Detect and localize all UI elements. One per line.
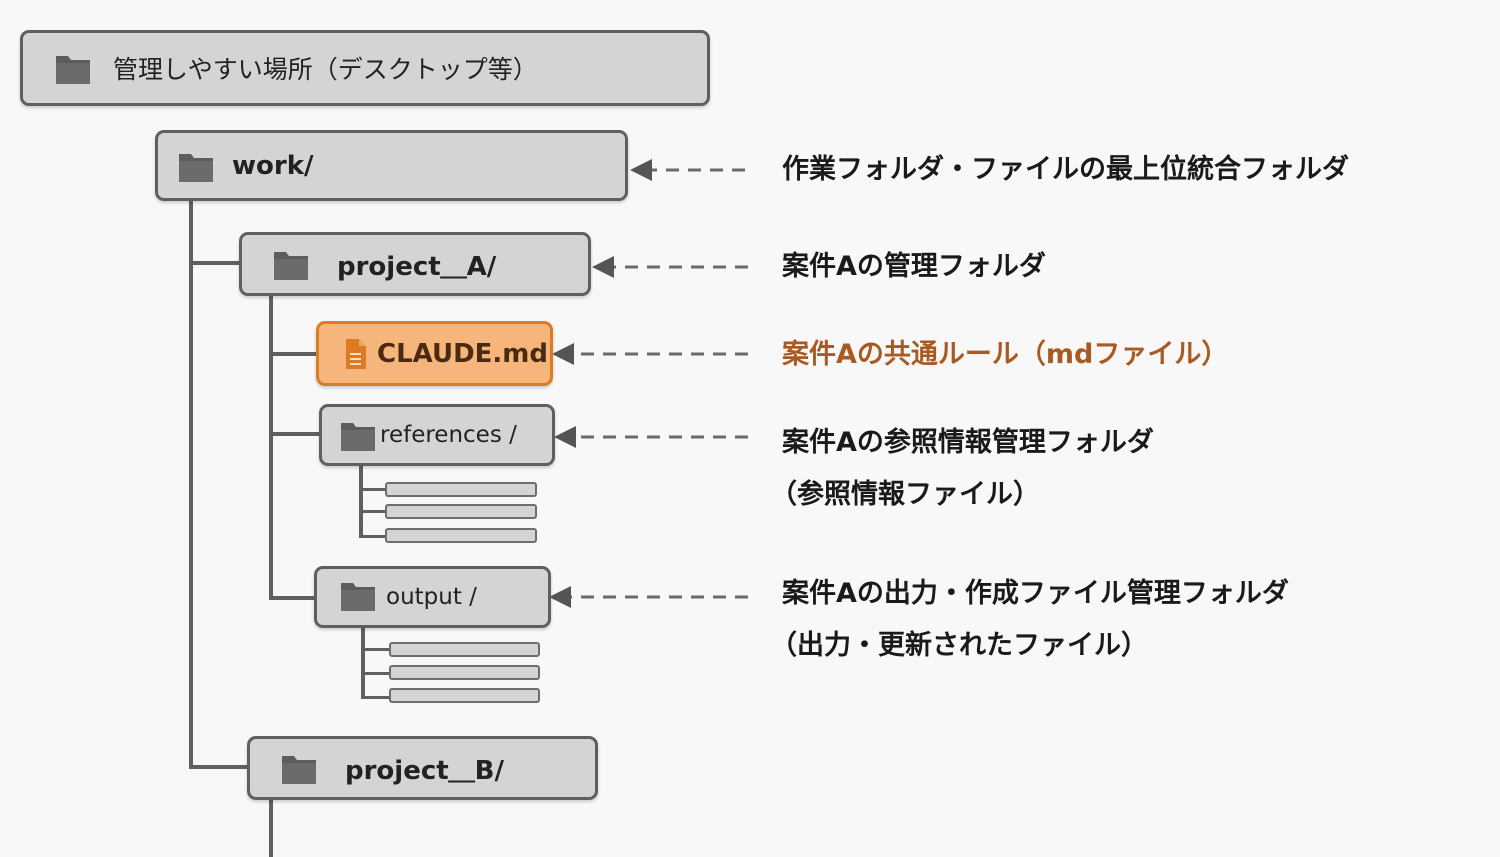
arrow-head-claude xyxy=(552,343,574,365)
folder-icon xyxy=(56,56,90,84)
arrow-head-output xyxy=(549,586,571,608)
output-file-item xyxy=(389,642,540,657)
folder-icon xyxy=(274,252,308,280)
tree-line-out-file-2 xyxy=(361,672,390,675)
folder-icon xyxy=(341,423,375,451)
tree-line-project-a-branch xyxy=(189,261,241,265)
reference-file-item xyxy=(385,482,537,497)
references-description: 案件Aの参照情報管理フォルダ （参照情報ファイル） xyxy=(770,425,1154,513)
work-description: 作業フォルダ・ファイルの最上位統合フォルダ xyxy=(782,154,1349,185)
project-a-folder-label: project＿A/ xyxy=(337,251,497,282)
output-description-sub: （出力・更新されたファイル） xyxy=(770,630,1148,661)
tree-line-out-file-1 xyxy=(361,648,390,651)
root-folder-label: 管理しやすい場所（デスクトップ等） xyxy=(113,55,538,84)
references-description-sub: （参照情報ファイル） xyxy=(770,479,1040,510)
arrow-head-references xyxy=(554,426,576,448)
folder-icon xyxy=(341,583,375,611)
tree-line-output-branch xyxy=(269,596,316,600)
output-folder-label: output / xyxy=(386,584,477,610)
tree-line-out-file-3 xyxy=(361,696,390,699)
arrow-head-project-a xyxy=(592,256,614,278)
work-folder[interactable]: work/ xyxy=(155,130,628,201)
tree-line-project-b-branch xyxy=(189,765,249,769)
tree-line-ref-file-2 xyxy=(359,510,386,513)
document-icon xyxy=(346,339,366,369)
reference-file-item xyxy=(385,528,537,543)
tree-line-output-files xyxy=(361,627,365,699)
output-description: 案件Aの出力・作成ファイル管理フォルダ （出力・更新されたファイル） xyxy=(770,576,1289,664)
output-file-item xyxy=(389,665,540,680)
reference-file-item xyxy=(385,504,537,519)
tree-line-ref-file-1 xyxy=(359,488,386,491)
tree-line-project-a-trunk xyxy=(269,293,273,600)
claude-md-file-label: CLAUDE.md xyxy=(377,338,549,369)
claude-md-file[interactable]: CLAUDE.md xyxy=(316,321,553,386)
output-description-main: 案件Aの出力・作成ファイル管理フォルダ xyxy=(782,578,1289,609)
references-folder[interactable]: references / xyxy=(319,404,555,466)
folder-icon xyxy=(179,154,213,182)
claude-md-description: 案件Aの共通ルール（mdファイル） xyxy=(782,339,1229,370)
root-folder[interactable]: 管理しやすい場所（デスクトップ等） xyxy=(20,30,710,106)
project-b-folder[interactable]: project＿B/ xyxy=(247,736,598,800)
arrow-head-work xyxy=(630,159,652,181)
references-description-main: 案件Aの参照情報管理フォルダ xyxy=(782,427,1154,458)
output-file-item xyxy=(389,688,540,703)
tree-line-ref-file-3 xyxy=(359,535,386,538)
tree-line-claude-branch xyxy=(269,352,318,356)
project-b-folder-label: project＿B/ xyxy=(345,755,504,786)
work-folder-label: work/ xyxy=(232,150,314,181)
tree-line-references-branch xyxy=(269,432,321,436)
tree-line-work-trunk xyxy=(189,198,193,769)
project-a-description: 案件Aの管理フォルダ xyxy=(782,251,1046,282)
tree-line-project-b-trunk xyxy=(269,797,273,857)
folder-icon xyxy=(282,756,316,784)
project-a-folder[interactable]: project＿A/ xyxy=(239,232,591,296)
tree-line-references-files xyxy=(359,464,363,538)
references-folder-label: references / xyxy=(380,422,517,448)
output-folder[interactable]: output / xyxy=(314,566,551,628)
